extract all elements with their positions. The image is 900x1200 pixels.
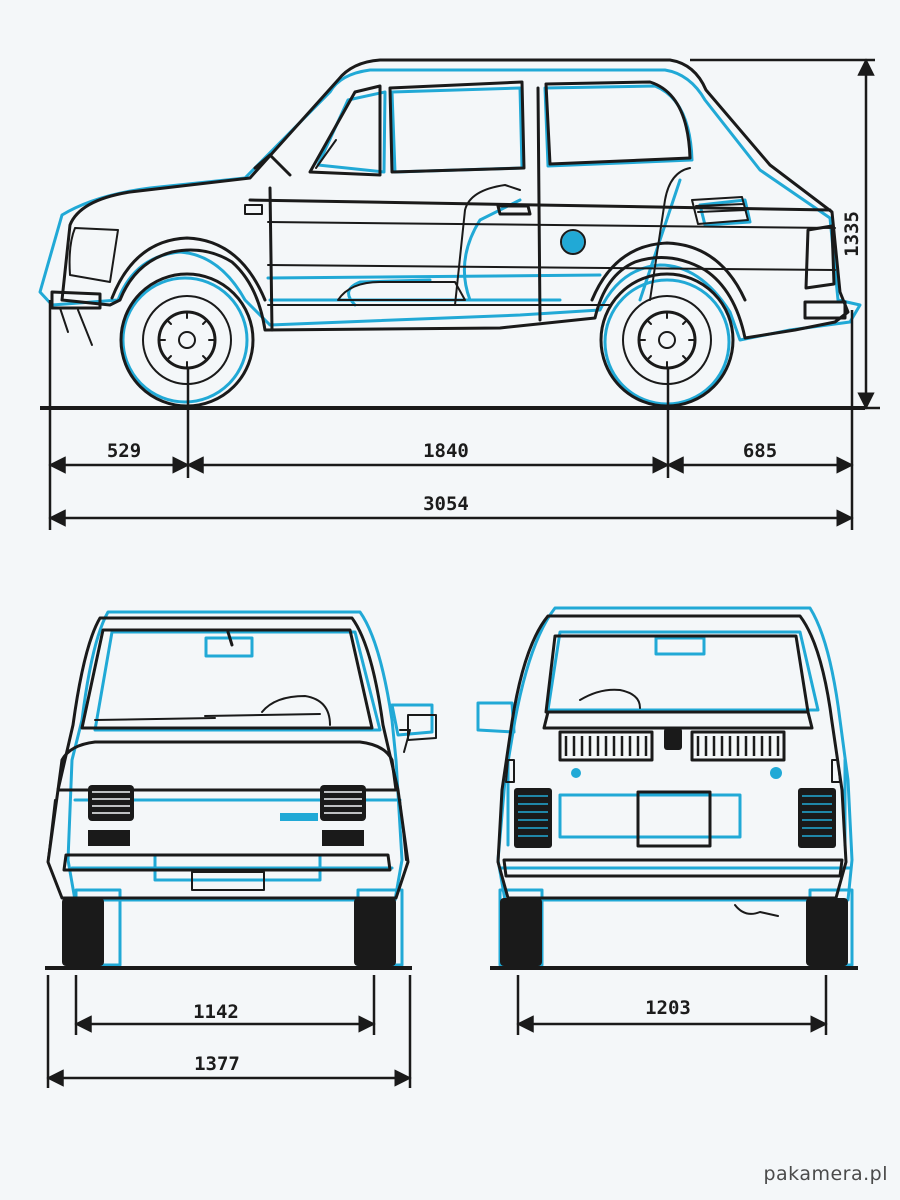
dim-front-width: 1377 [194, 1053, 240, 1075]
side-view [38, 58, 865, 410]
front-view-ink-layer [46, 616, 437, 966]
dim-front-track: 1142 [193, 1001, 239, 1023]
dim-front-overhang: 529 [107, 440, 141, 462]
dim-height: 1335 [841, 211, 863, 257]
dim-wheelbase: 1840 [423, 440, 469, 462]
watermark: pakamera.pl [763, 1163, 888, 1185]
front-dimensions: 1142 1377 [46, 975, 412, 1088]
front-view [45, 610, 437, 970]
side-view-ink-layer [50, 58, 850, 408]
dim-rear-overhang: 685 [743, 440, 777, 462]
side-dimensions: 529 1840 685 3054 1335 [48, 58, 880, 530]
rear-view [476, 606, 858, 970]
side-view-cyan-layer [38, 68, 862, 406]
rear-view-ink-layer [496, 614, 848, 966]
dim-rear-track: 1203 [645, 997, 691, 1019]
rear-dimensions: 1203 [516, 975, 828, 1035]
dim-overall-length: 3054 [423, 493, 469, 515]
